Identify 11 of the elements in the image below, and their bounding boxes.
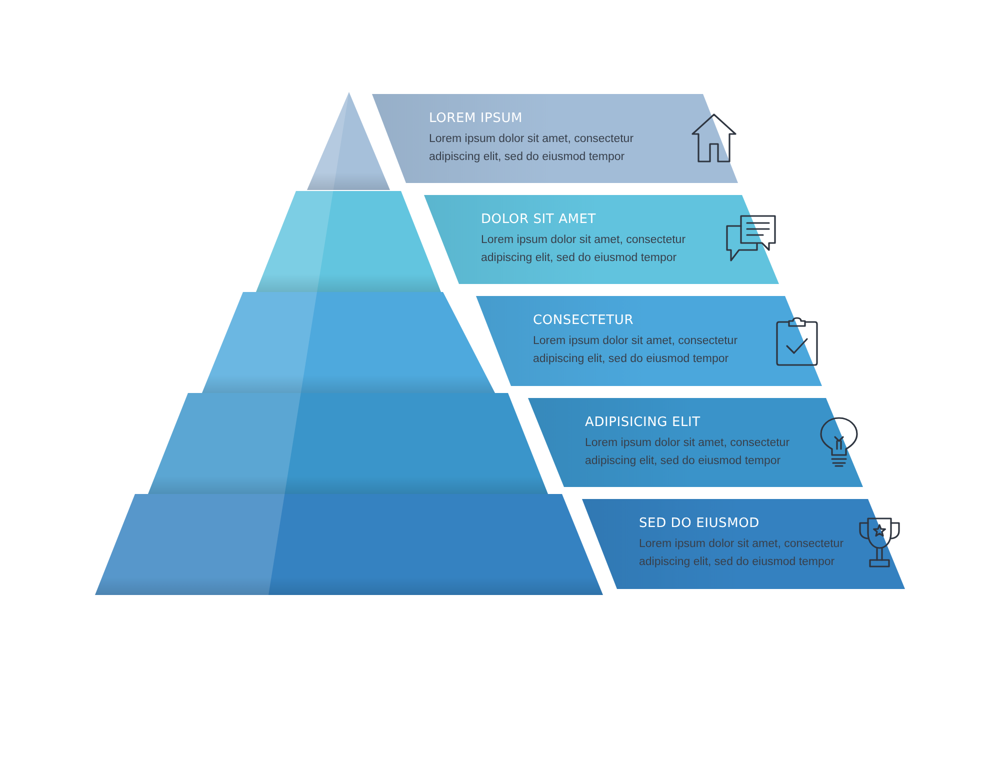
band-description: Lorem ipsum dolor sit amet, consectetur adipiscing elit, sed do eiusmod tempor — [533, 334, 739, 367]
band-heading: ADIPISICING ELIT — [585, 415, 700, 431]
text-band — [424, 195, 779, 284]
band-description: Lorem ipsum dolor sit amet, consectetur adipiscing elit, sed do eiusmod tempor — [481, 233, 687, 266]
band-heading: CONSECTETUR — [533, 313, 634, 329]
band-description: Lorem ipsum dolor sit amet, consectetur adipiscing elit, sed do eiusmod tempor — [429, 132, 635, 165]
band-description: Lorem ipsum dolor sit amet, consectetur adipiscing elit, sed do eiusmod tempor — [585, 436, 791, 469]
band-heading: DOLOR SIT AMET — [481, 212, 596, 228]
band-heading: LOREM IPSUM — [429, 111, 523, 127]
band-description: Lorem ipsum dolor sit amet, consectetur adipiscing elit, sed do eiusmod tempor — [639, 537, 845, 570]
band-heading: SED DO EIUSMOD — [639, 516, 760, 532]
